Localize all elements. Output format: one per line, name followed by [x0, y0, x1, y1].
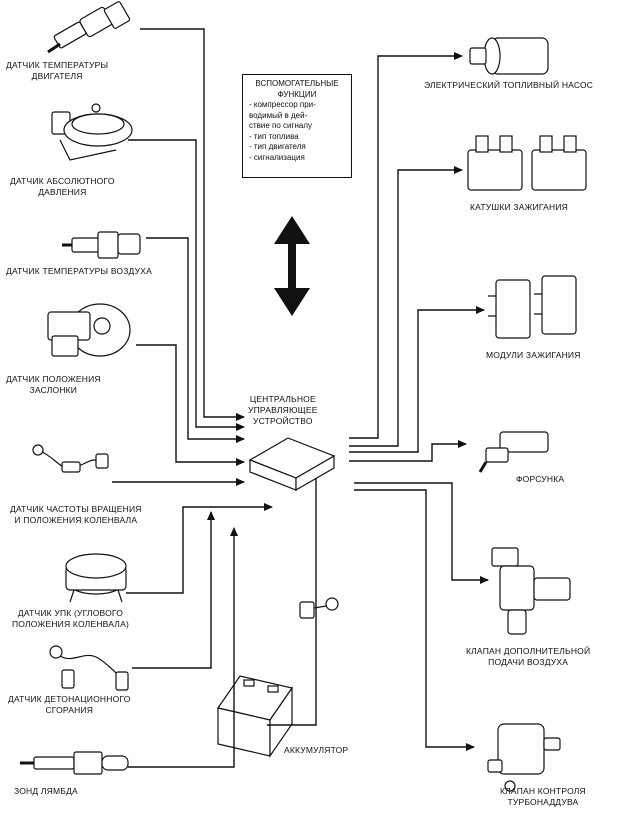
- label-line: КЛАПАН ДОПОЛНИТЕЛЬНОЙ: [466, 646, 591, 656]
- label-line: ФОРСУНКА: [516, 474, 565, 484]
- list-item: - тип топлива: [249, 131, 299, 141]
- label-knock-sensor: ДАТЧИК ДЕТОНАЦИОННОГО СГОРАНИЯ: [8, 694, 131, 716]
- list-item: водимый в дей-: [249, 110, 308, 120]
- throttle-sensor-illustration: [47, 303, 131, 357]
- wire-knock: [132, 511, 215, 669]
- label-line: КЛАПАН КОНТРОЛЯ: [500, 786, 586, 796]
- label-line: ДАТЧИК ТЕМПЕРАТУРЫ: [6, 60, 109, 70]
- label-line: УПРАВЛЯЮЩЕЕ: [248, 405, 318, 415]
- fuel-pump-illustration: [469, 37, 549, 75]
- wire-abs-pressure: [128, 139, 245, 431]
- label-line: АККУМУЛЯТОР: [284, 745, 349, 755]
- label-line: ЗАСЛОНКИ: [29, 385, 78, 395]
- air-temp-sensor-illustration: [62, 231, 141, 259]
- label-lambda-sensor: ЗОНД ЛЯМБДА: [14, 786, 78, 797]
- label-line: ДАТЧИК УПК (УГЛОВОГО: [17, 608, 124, 618]
- label-air-temp-sensor: ДАТЧИК ТЕМПЕРАТУРЫ ВОЗДУХА: [6, 266, 152, 277]
- title-line: ФУНКЦИИ: [277, 89, 317, 99]
- list-item: - сигнализация: [249, 152, 305, 162]
- label-line: ДАТЧИК ПОЛОЖЕНИЯ: [6, 374, 101, 384]
- label-injector: ФОРСУНКА: [516, 474, 564, 485]
- wire-engine-temp: [140, 28, 245, 421]
- label-line: УСТРОЙСТВО: [252, 416, 313, 426]
- label-battery: АККУМУЛЯТОР: [284, 745, 348, 756]
- label-central-unit: ЦЕНТРАЛЬНОЕ УПРАВЛЯЮЩЕЕ УСТРОЙСТВО: [248, 394, 318, 427]
- label-line: ЭЛЕКТРИЧЕСКИЙ ТОПЛИВНЫЙ НАСОС: [424, 80, 594, 90]
- turbo-valve-illustration: [487, 723, 561, 792]
- ignition-coils-illustration: [467, 135, 587, 191]
- label-fuel-pump: ЭЛЕКТРИЧЕСКИЙ ТОПЛИВНЫЙ НАСОС: [424, 80, 593, 91]
- wire-to-ignition-modules: [349, 306, 485, 453]
- battery-illustration: [217, 675, 293, 758]
- label-turbo-valve: КЛАПАН КОНТРОЛЯ ТУРБОНАДДУВА: [500, 786, 586, 808]
- label-ignition-coils: КАТУШКИ ЗАЖИГАНИЯ: [470, 202, 568, 213]
- crank-speed-sensor-illustration: [32, 444, 109, 473]
- label-line: ДВИГАТЕЛЯ: [31, 71, 83, 81]
- wire-to-injector: [349, 440, 467, 462]
- label-engine-temp-sensor: ДАТЧИК ТЕМПЕРАТУРЫ ДВИГАТЕЛЯ: [6, 60, 108, 82]
- label-idle-air-valve: КЛАПАН ДОПОЛНИТЕЛЬНОЙ ПОДАЧИ ВОЗДУХА: [466, 646, 590, 668]
- label-line: ДАТЧИК ДЕТОНАЦИОННОГО: [8, 694, 131, 704]
- ignition-modules-illustration: [488, 275, 577, 339]
- crank-angle-sensor-illustration: [65, 553, 127, 603]
- label-abs-pressure-sensor: ДАТЧИК АБСОЛЮТНОГО ДАВЛЕНИЯ: [10, 176, 115, 198]
- wire-to-turbo-valve: [354, 489, 475, 751]
- auxiliary-functions-list: - компрессор при- водимый в дей- ствие п…: [249, 100, 345, 163]
- label-line: И ПОЛОЖЕНИЯ КОЛЕНВАЛА: [14, 515, 138, 525]
- wire-to-idle-air-valve: [354, 482, 489, 584]
- label-line: ЗОНД ЛЯМБДА: [14, 786, 78, 796]
- label-line: ДАВЛЕНИЯ: [38, 187, 87, 197]
- wire-lambda: [128, 527, 238, 768]
- wire-to-ignition-coils: [349, 166, 463, 447]
- label-line: ТУРБОНАДДУВА: [507, 797, 579, 807]
- label-throttle-sensor: ДАТЧИК ПОЛОЖЕНИЯ ЗАСЛОНКИ: [6, 374, 101, 396]
- label-line: ДАТЧИК ТЕМПЕРАТУРЫ ВОЗДУХА: [6, 266, 152, 276]
- auxiliary-functions-title: ВСПОМОГАТЕЛЬНЫЕ ФУНКЦИИ: [249, 79, 345, 100]
- label-line: СГОРАНИЯ: [45, 705, 94, 715]
- central-unit-illustration: [248, 437, 336, 492]
- list-item: ствие по сигналу: [249, 121, 312, 130]
- engine-temp-sensor-illustration: [47, 1, 131, 54]
- label-line: ЦЕНТРАЛЬНОЕ: [249, 394, 316, 404]
- label-line: КАТУШКИ ЗАЖИГАНИЯ: [470, 202, 569, 212]
- label-ignition-modules: МОДУЛИ ЗАЖИГАНИЯ: [486, 350, 581, 361]
- label-line: МОДУЛИ ЗАЖИГАНИЯ: [486, 350, 581, 360]
- knock-sensor-illustration: [49, 645, 129, 691]
- abs-pressure-sensor-illustration: [51, 103, 133, 161]
- label-line: ПОЛОЖЕНИЯ КОЛЕНВАЛА): [12, 619, 129, 629]
- connection-lines: [112, 28, 489, 768]
- wire-air-temp: [146, 237, 245, 443]
- label-crank-speed-sensor: ДАТЧИК ЧАСТОТЫ ВРАЩЕНИЯ И ПОЛОЖЕНИЯ КОЛЕ…: [10, 504, 142, 526]
- lambda-sensor-illustration: [20, 751, 129, 775]
- list-item: - компрессор при-: [249, 100, 316, 109]
- sensor-illustrations: [20, 1, 141, 775]
- title-line: ВСПОМОГАТЕЛЬНЫЕ: [255, 79, 339, 88]
- wire-crank-angle: [126, 503, 273, 594]
- label-line: ДАТЧИК АБСОЛЮТНОГО: [10, 176, 115, 186]
- wire-throttle: [136, 344, 245, 466]
- ignition-key-illustration: [299, 597, 339, 619]
- auxiliary-functions-box: ВСПОМОГАТЕЛЬНЫЕ ФУНКЦИИ - компрессор при…: [242, 74, 352, 178]
- label-line: ПОДАЧИ ВОЗДУХА: [488, 657, 569, 667]
- wire-to-fuel-pump: [349, 52, 463, 439]
- label-line: ДАТЧИК ЧАСТОТЫ ВРАЩЕНИЯ: [10, 504, 142, 514]
- idle-air-valve-illustration: [491, 547, 571, 635]
- label-crank-angle-sensor: ДАТЧИК УПК (УГЛОВОГО ПОЛОЖЕНИЯ КОЛЕНВАЛА…: [12, 608, 129, 630]
- actuator-illustrations: [467, 37, 587, 792]
- list-item: - тип двигателя: [249, 142, 306, 151]
- bidirectional-arrow: [274, 216, 310, 316]
- wire-battery-ecu: [267, 478, 317, 726]
- injector-illustration: [478, 431, 549, 473]
